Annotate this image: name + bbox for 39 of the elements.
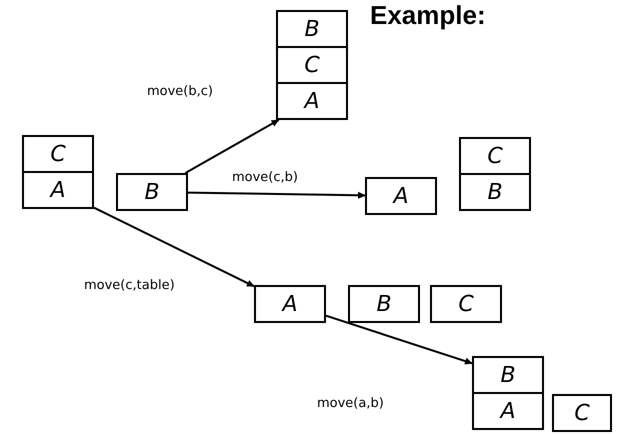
- arrow: [94, 206, 255, 288]
- block-letter: A: [393, 184, 409, 208]
- block-box: [276, 46, 348, 84]
- block-letter: C: [304, 52, 320, 78]
- block-letter: C: [50, 142, 66, 166]
- arrow: [326, 314, 473, 364]
- edge-label: move(c,b): [230, 170, 300, 185]
- block-box: [254, 285, 326, 323]
- block-letter: A: [500, 398, 516, 424]
- edge-label: move(b,c): [145, 84, 215, 99]
- edge-label: move(c,table): [82, 278, 177, 293]
- block-box: [276, 10, 348, 48]
- block-box: [22, 135, 94, 173]
- block-box: [116, 173, 188, 211]
- arrow: [188, 192, 366, 199]
- block-letter: B: [376, 292, 392, 316]
- block-box: [276, 82, 348, 120]
- title: Example:: [370, 0, 486, 31]
- block-letter: A: [282, 292, 298, 316]
- block-box: [472, 356, 544, 394]
- block-box: [365, 177, 437, 215]
- block-letter: B: [144, 180, 160, 204]
- block-letter: C: [574, 400, 590, 426]
- edge-label: move(a,b): [315, 396, 386, 411]
- block-box: [348, 285, 420, 323]
- block-box: [472, 392, 544, 430]
- block-letter: C: [487, 144, 503, 168]
- block-letter: C: [458, 292, 474, 316]
- block-box: [430, 285, 502, 323]
- block-box: [22, 171, 94, 209]
- block-letter: B: [487, 180, 503, 204]
- block-box: [459, 173, 531, 211]
- block-box: [552, 394, 612, 432]
- block-letter: B: [304, 16, 320, 42]
- block-letter: A: [50, 178, 66, 202]
- arrow: [184, 119, 280, 174]
- block-letter: B: [500, 362, 516, 388]
- block-letter: A: [304, 88, 320, 114]
- block-box: [459, 137, 531, 175]
